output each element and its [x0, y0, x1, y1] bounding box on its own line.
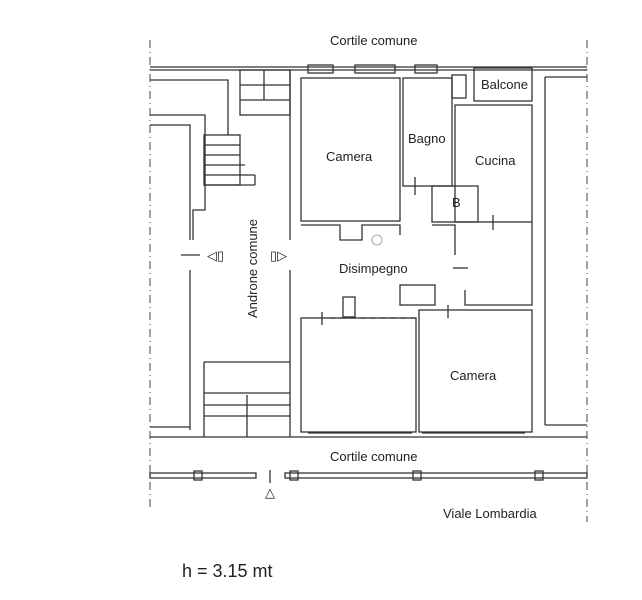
label-bedroom-bottom: Camera	[450, 368, 497, 383]
bathroom-room	[402, 77, 453, 187]
ceiling-height-note: h = 3.15 mt	[182, 561, 273, 581]
apartment-walls	[300, 67, 587, 433]
small-bath-room	[431, 185, 479, 223]
label-bathroom: Bagno	[408, 131, 446, 146]
label-hall: Androne comune	[245, 219, 260, 318]
label-top-courtyard: Cortile comune	[330, 33, 417, 48]
street-entrance-icon: △	[265, 485, 275, 500]
left-stair-block	[150, 69, 291, 437]
bedroom-top-room	[300, 77, 401, 222]
top-wall	[150, 64, 587, 74]
bedroom-bottom-left-room	[300, 317, 417, 433]
entrance-arrow-icon: ▯▷	[270, 248, 287, 263]
entrance-arrow-icon: ◁▯	[207, 248, 224, 263]
label-balcony: Balcone	[481, 77, 528, 92]
balcony-room	[473, 67, 533, 102]
label-kitchen: Cucina	[475, 153, 516, 168]
label-bedroom-top: Camera	[326, 149, 373, 164]
label-corridor: Disimpegno	[339, 261, 408, 276]
label-street: Viale Lombardia	[443, 506, 537, 521]
label-bottom-courtyard: Cortile comune	[330, 449, 417, 464]
bottom-wall-fence	[149, 432, 588, 483]
bedroom-bottom-room	[418, 309, 533, 433]
label-small-bath: B	[452, 195, 461, 210]
